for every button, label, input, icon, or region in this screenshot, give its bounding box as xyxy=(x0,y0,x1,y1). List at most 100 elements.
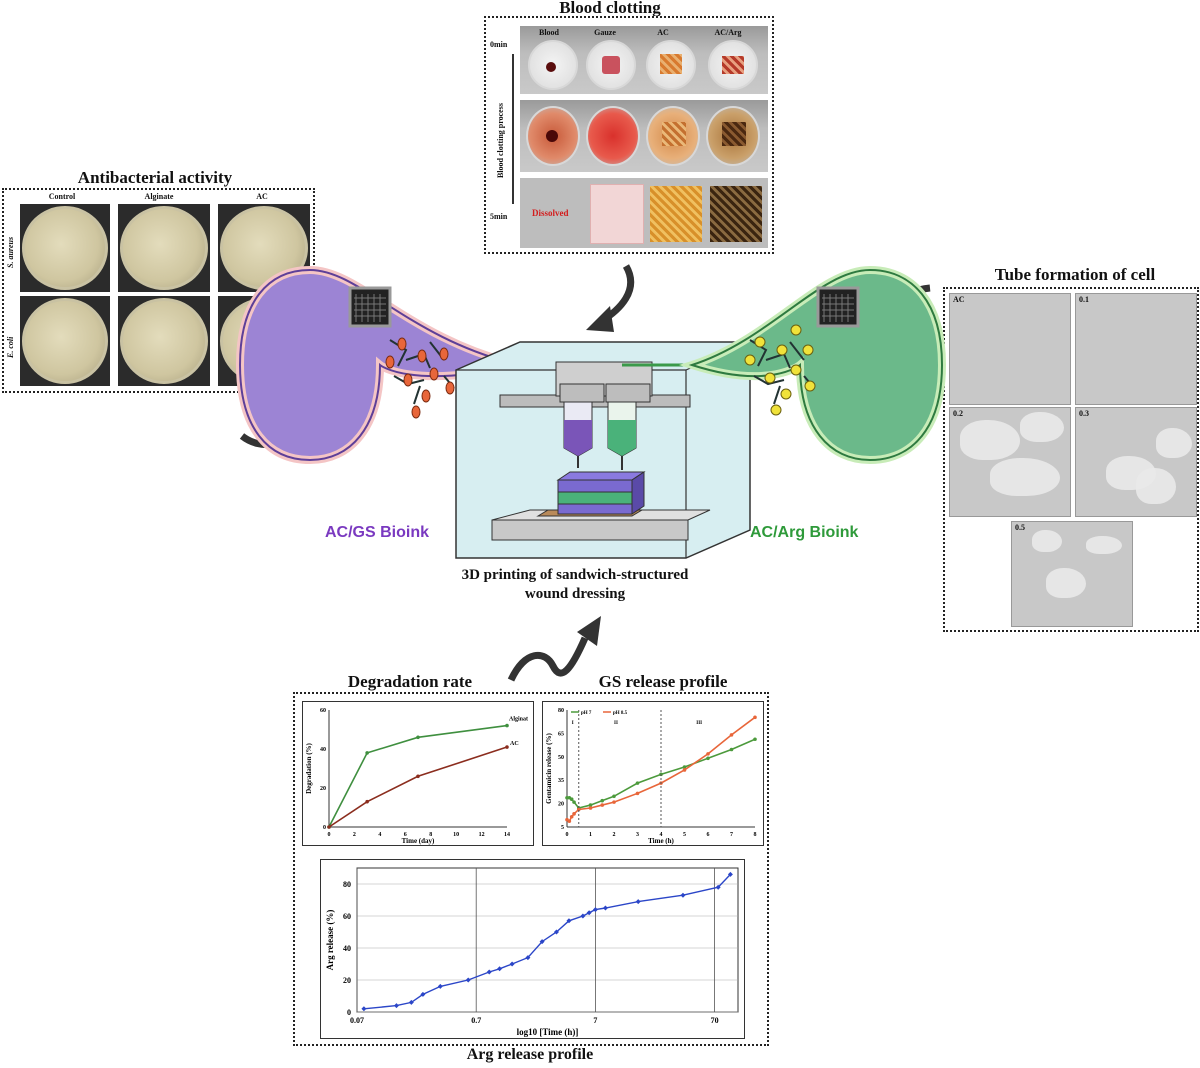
data-point xyxy=(416,774,420,779)
data-point xyxy=(727,871,733,877)
petri-dish xyxy=(120,298,208,384)
data-point xyxy=(600,803,605,807)
x-tick-label: 7 xyxy=(593,1016,597,1025)
col-ac-arg: AC/Arg xyxy=(714,28,742,37)
data-point xyxy=(580,913,586,919)
time-start: 0min xyxy=(490,40,508,49)
x-tick-label: 7 xyxy=(730,832,733,838)
gs-release-title: GS release profile xyxy=(598,672,728,691)
y-tick-label: 80 xyxy=(558,708,564,714)
blood-clotting-panel: 0min 5min Blood clotting process Blood G… xyxy=(484,16,774,254)
time-end: 5min xyxy=(490,212,508,221)
col-control: Control xyxy=(48,192,76,201)
col-ac: AC xyxy=(657,28,669,37)
data-point xyxy=(715,884,721,890)
x-axis-label: Time (day) xyxy=(402,837,435,845)
x-tick-label: 1 xyxy=(589,832,592,838)
petri-dish xyxy=(220,206,308,290)
data-point xyxy=(569,814,574,819)
dissolved-label: Dissolved xyxy=(532,208,569,218)
data-point xyxy=(437,983,443,989)
x-tick-label: 3 xyxy=(636,832,639,838)
time-arrow xyxy=(512,54,514,204)
data-point xyxy=(729,733,734,737)
tube-formation-panel: AC 0.1 0.2 0.3 0.5 xyxy=(943,287,1199,632)
data-point xyxy=(729,747,734,752)
arg-particles xyxy=(744,324,816,416)
data-point xyxy=(539,939,545,945)
phase-label: I xyxy=(572,721,574,726)
photo-row-0min: Blood Gauze AC AC/Arg xyxy=(520,26,768,94)
data-point xyxy=(682,765,687,769)
data-point xyxy=(612,800,616,804)
x-tick-label: 0.07 xyxy=(350,1016,364,1025)
tube-formation-title: Tube formation of cell xyxy=(994,265,1156,284)
y-tick-label: 40 xyxy=(320,747,326,753)
data-point xyxy=(408,999,414,1005)
data-point xyxy=(365,751,369,755)
x-tick-label: 10 xyxy=(453,832,459,838)
plot-frame xyxy=(356,867,739,1013)
data-point xyxy=(706,752,710,756)
x-tick-label: 4 xyxy=(660,832,663,838)
data-point xyxy=(682,768,687,772)
data-point xyxy=(361,1006,367,1012)
data-point xyxy=(553,929,559,935)
x-axis-label: log10 [Time (h)] xyxy=(517,1027,579,1037)
data-point xyxy=(393,1003,399,1009)
y-tick-label: 50 xyxy=(558,755,564,761)
y-tick-label: 60 xyxy=(320,708,326,714)
phase-label: III xyxy=(696,721,702,726)
ac-arg-bioink-label: AC/Arg Bioink xyxy=(750,524,859,541)
y-tick-label: 5 xyxy=(561,825,564,831)
data-point xyxy=(416,735,420,740)
x-tick-label: 2 xyxy=(353,832,356,838)
x-tick-label: 12 xyxy=(479,832,485,838)
photo-row-mid xyxy=(520,100,768,172)
petri-dish xyxy=(22,206,108,290)
data-point xyxy=(753,737,757,742)
x-tick-label: 2 xyxy=(613,832,616,838)
gs-particles xyxy=(385,337,455,419)
data-point xyxy=(569,797,574,802)
data-point xyxy=(497,966,503,972)
y-axis-label: Arg release (%) xyxy=(325,910,335,971)
panel-label: 0.2 xyxy=(953,409,963,418)
data-point xyxy=(592,907,598,913)
col-blood: Blood xyxy=(538,28,559,37)
data-point xyxy=(588,806,593,810)
y-tick-label: 20 xyxy=(343,976,351,985)
x-tick-label: 0 xyxy=(328,832,331,838)
data-point xyxy=(612,794,616,799)
printer-box xyxy=(455,341,751,559)
x-axis-label: Time (h) xyxy=(648,837,674,845)
series-line xyxy=(363,873,731,1010)
degradation-title: Degradation rate xyxy=(347,672,473,691)
data-point xyxy=(572,812,576,816)
blood-clotting-title: Blood clotting xyxy=(559,0,661,17)
col-alginate: Alginate xyxy=(144,192,174,201)
printed-scaffold xyxy=(556,471,646,515)
center-title-line2: wound dressing xyxy=(524,586,626,602)
phase-label: II xyxy=(614,721,618,726)
series-line xyxy=(566,716,756,823)
photo-row-5min: Dissolved xyxy=(520,178,768,248)
micrograph xyxy=(1075,293,1197,405)
x-tick-label: 6 xyxy=(707,832,710,838)
data-point xyxy=(505,745,509,749)
y-tick-label: 20 xyxy=(558,802,564,808)
micrograph xyxy=(949,293,1071,405)
legend-alginat: Alginat xyxy=(509,717,528,723)
antibacterial-title: Antibacterial activity xyxy=(77,168,233,187)
x-tick-label: 8 xyxy=(754,832,757,838)
x-tick-label: 70 xyxy=(711,1016,719,1025)
data-point xyxy=(706,756,710,761)
y-tick-label: 35 xyxy=(558,778,564,784)
petri-dish xyxy=(120,206,208,290)
x-tick-label: 0 xyxy=(566,832,569,838)
center-title-line1: 3D printing of sandwich-structured xyxy=(461,567,689,583)
